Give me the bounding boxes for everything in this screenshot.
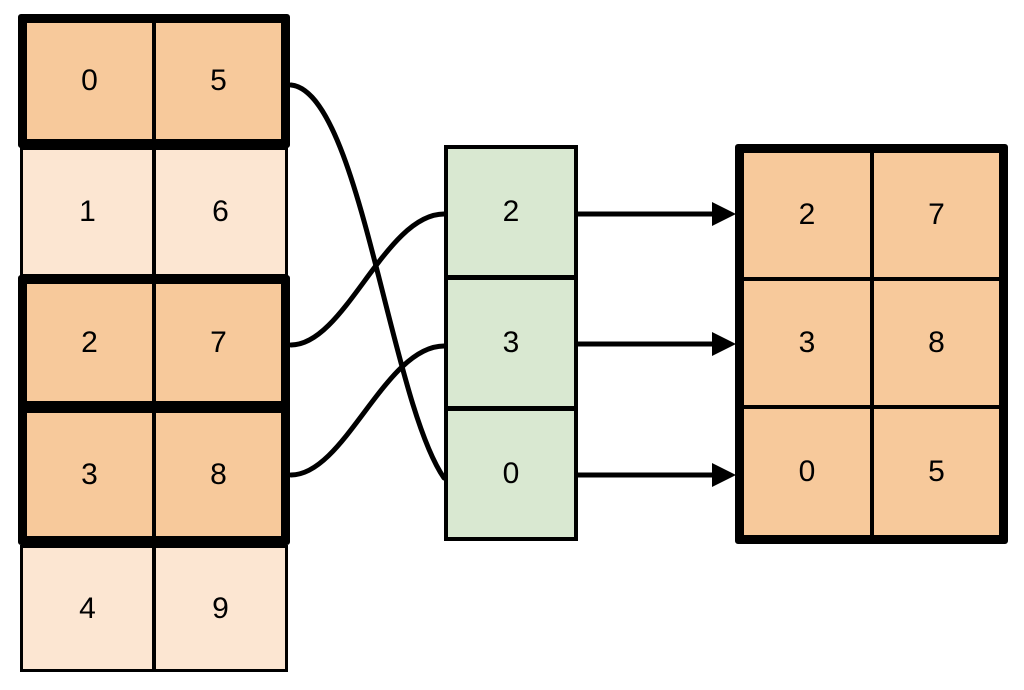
index-cell-0[interactable] — [448, 149, 574, 275]
curve-row-2-to-slot-0 — [288, 211, 447, 348]
source-cell-r1c1[interactable] — [156, 150, 285, 274]
source-cell-r3c0[interactable] — [27, 413, 152, 536]
source-cell-r3c1[interactable] — [156, 413, 281, 536]
arrow-head-slot-0 — [712, 202, 736, 226]
source-cell-r0c1[interactable] — [156, 23, 281, 139]
source-cell-r0c0[interactable] — [27, 23, 152, 139]
source-cell-r2c0[interactable] — [27, 284, 152, 401]
result-cell-r1c1[interactable] — [874, 281, 999, 405]
result-cell-r0c1[interactable] — [874, 153, 999, 277]
curve-row-0-to-slot-2 — [288, 82, 447, 481]
result-cell-r1c0[interactable] — [744, 281, 870, 405]
source-cell-r2c1[interactable] — [156, 284, 281, 401]
curve-row-3-to-slot-1 — [288, 343, 447, 478]
result-cell-r0c0[interactable] — [744, 153, 870, 277]
arrow-head-slot-2 — [712, 463, 736, 487]
source-cell-r1c0[interactable] — [23, 150, 152, 274]
result-cell-r2c0[interactable] — [744, 409, 870, 535]
index-cell-1[interactable] — [448, 280, 574, 406]
index-cell-2[interactable] — [448, 411, 574, 537]
arrow-head-slot-1 — [712, 332, 736, 356]
source-cell-r4c0[interactable] — [23, 548, 152, 669]
source-cell-r4c1[interactable] — [156, 548, 285, 669]
result-cell-r2c1[interactable] — [874, 409, 999, 535]
